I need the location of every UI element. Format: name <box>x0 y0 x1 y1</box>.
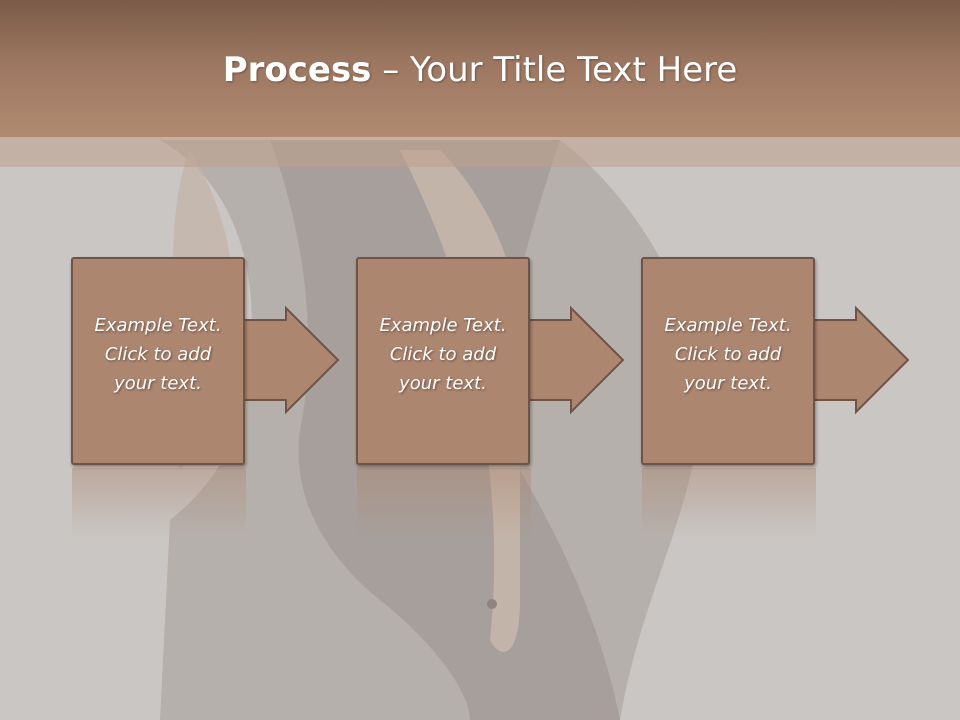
step-1-arrow[interactable] <box>240 300 344 420</box>
step-2-arrow[interactable] <box>525 300 629 420</box>
title-strip <box>0 137 960 167</box>
step-3-reflection <box>642 468 816 538</box>
step-1-box[interactable] <box>71 257 245 465</box>
slide-title[interactable]: Process – Your Title Text Here <box>0 50 960 90</box>
title-bar <box>0 0 960 137</box>
title-rest: – Your Title Text Here <box>371 50 738 90</box>
step-1-reflection <box>72 468 246 538</box>
step-1-text[interactable]: Example Text. Click to add your text. <box>94 315 222 394</box>
step-2-text[interactable]: Example Text. Click to add your text. <box>379 315 507 394</box>
step-2-reflection <box>357 468 531 538</box>
step-2-box[interactable] <box>356 257 530 465</box>
title-bold: Process <box>222 50 372 90</box>
step-3-arrow[interactable] <box>810 300 914 420</box>
step-3-text[interactable]: Example Text. Click to add your text. <box>664 315 792 394</box>
step-3-box[interactable] <box>641 257 815 465</box>
